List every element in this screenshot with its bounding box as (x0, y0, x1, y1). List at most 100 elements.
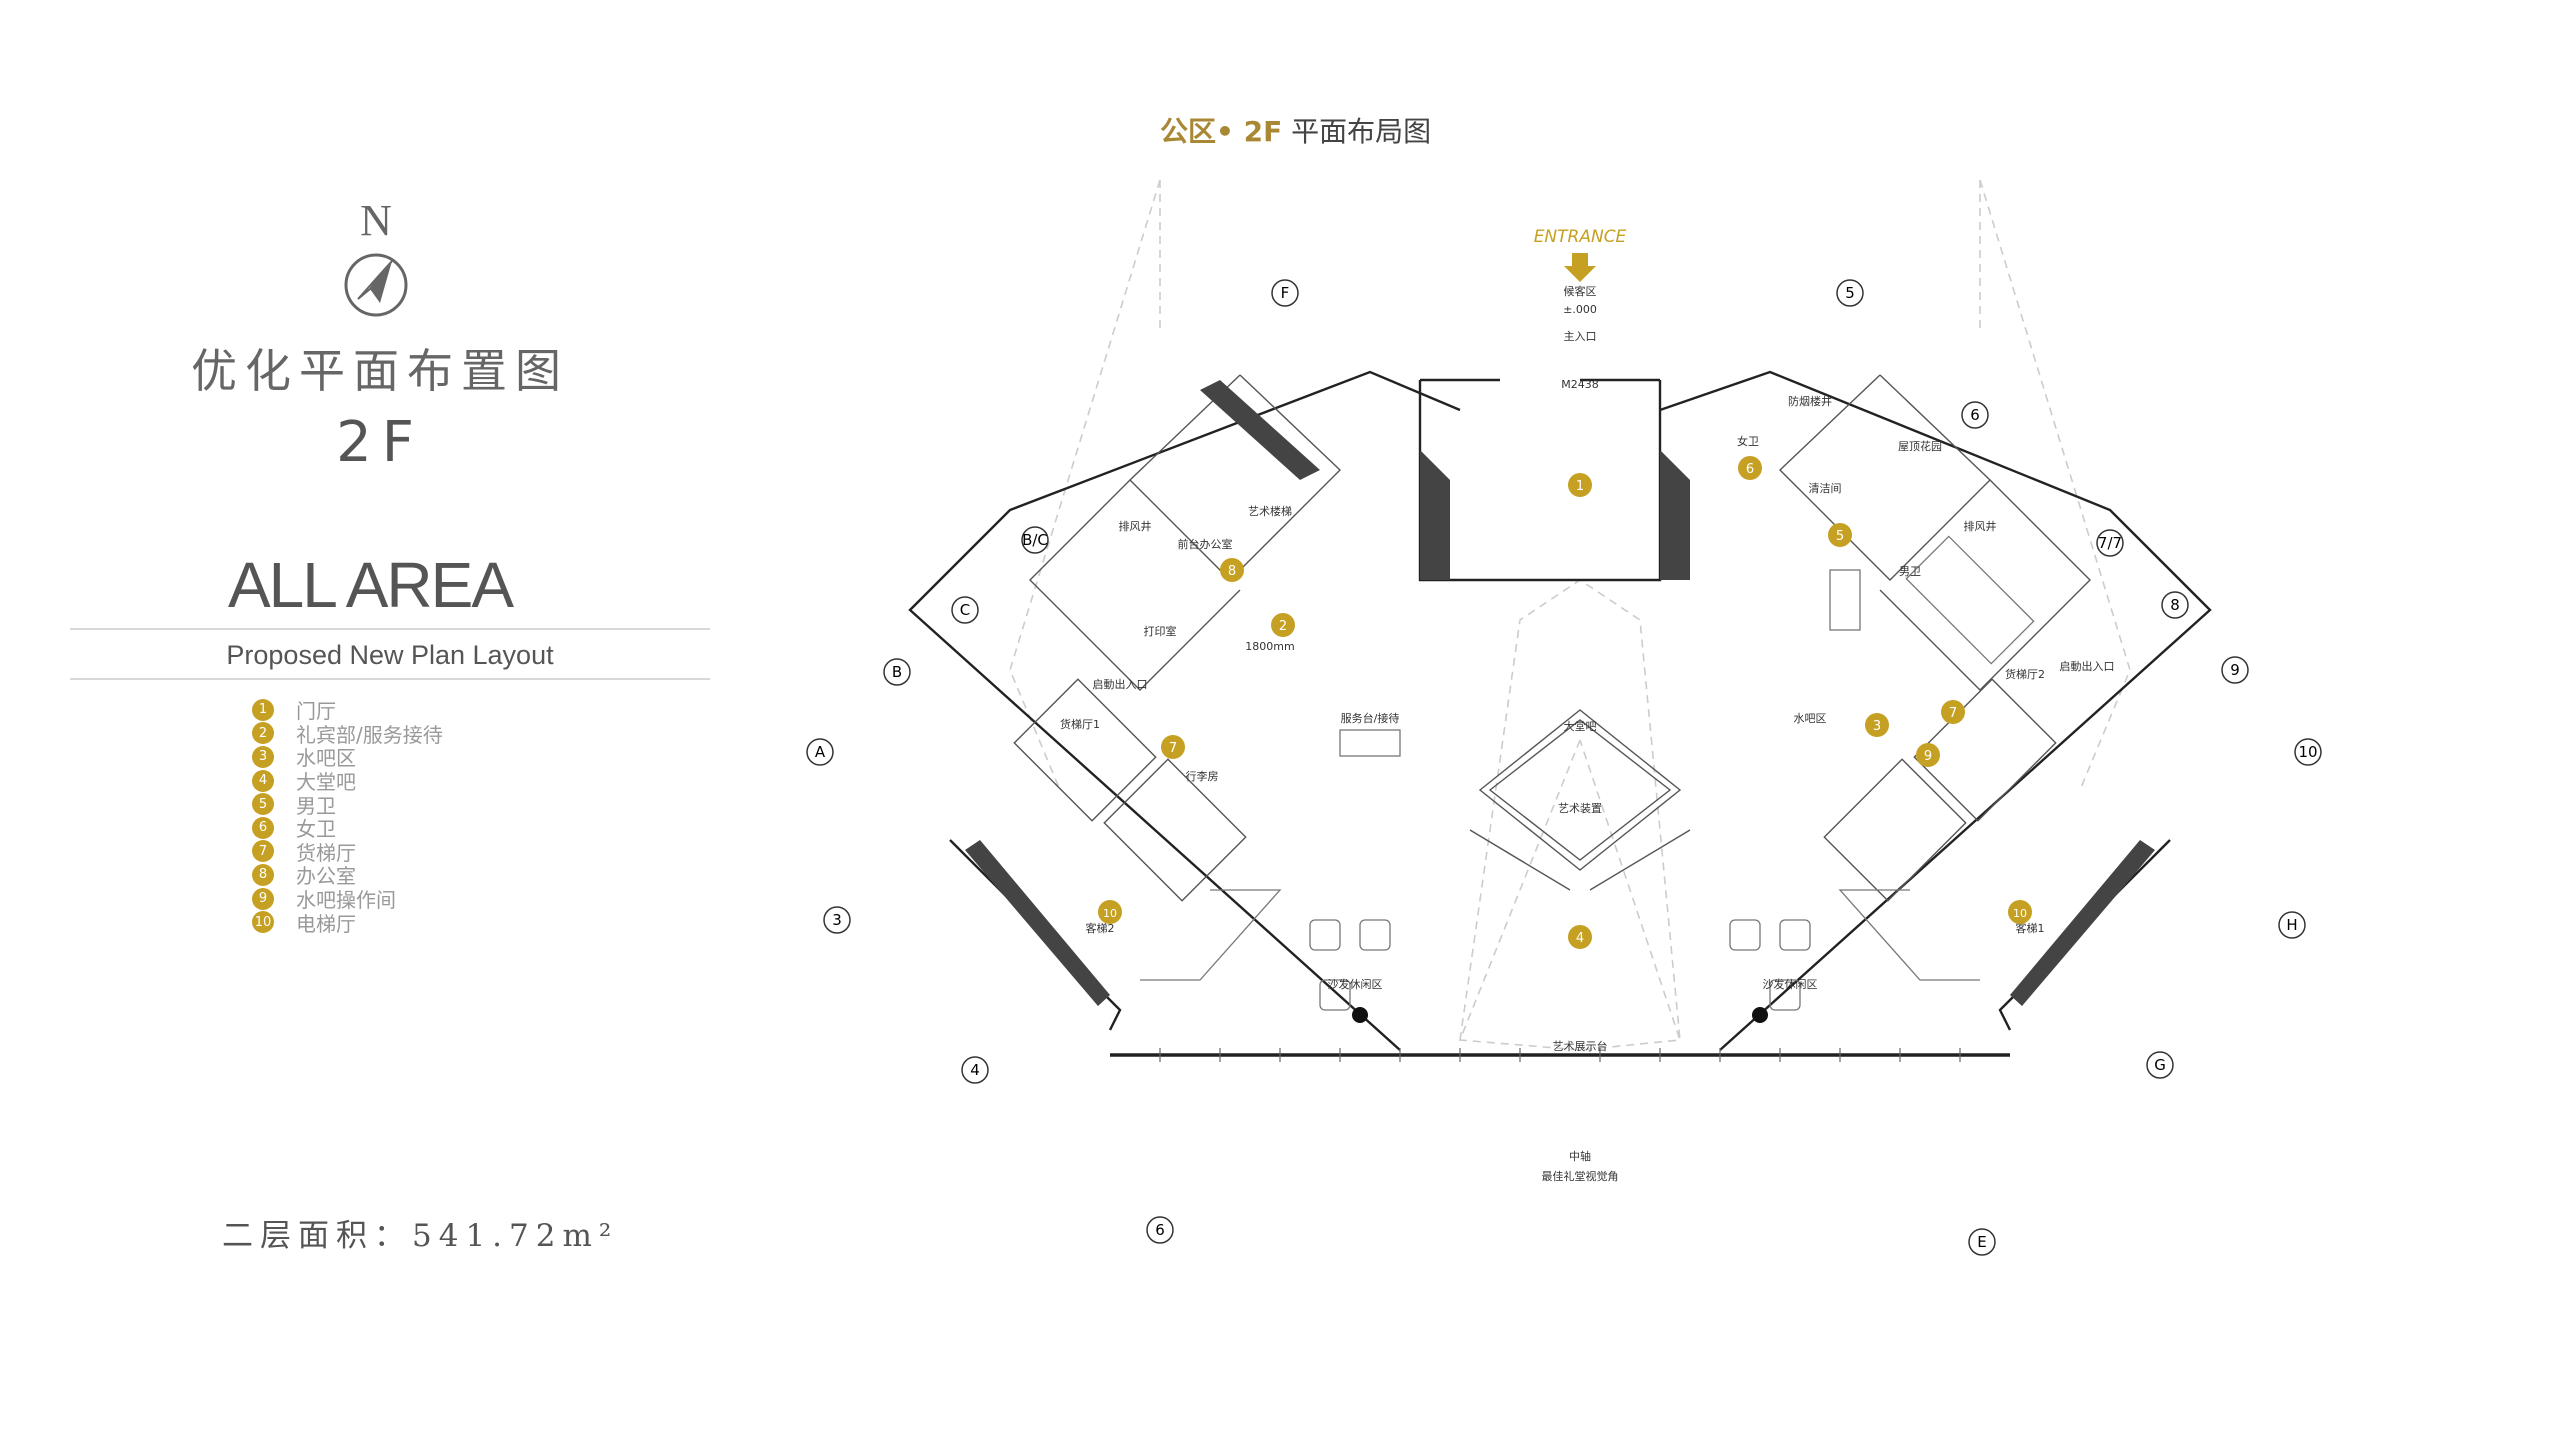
legend-marker: 2 (252, 722, 274, 745)
axis-label: 6 (1155, 1221, 1165, 1239)
entrance-marker: ENTRANCE (1534, 227, 1627, 282)
columns (1352, 1007, 1768, 1023)
axis-bubble: 6 (1146, 1216, 1174, 1244)
room-label: 客梯1 (2016, 921, 2045, 935)
room-label: 艺术装置 (1558, 802, 1602, 815)
compass-north-letter: N (360, 196, 392, 245)
left-panel: N 优化平面布置图 2F ALL AREA Proposed New Plan … (0, 0, 720, 1440)
marker-number: 7 (1169, 741, 1177, 756)
axis-label: 6 (1970, 406, 1980, 424)
room-label: 候客区 (1564, 284, 1597, 298)
room-label: 启動出入口 (1093, 677, 1148, 691)
room-marker: 7 (1161, 735, 1185, 759)
divider-top (70, 628, 710, 630)
floor-plan: ENTRANCE 候客区 ±.000 主入口 M2438 艺术楼梯 前台办公室 … (780, 150, 2360, 1300)
room-marker: 9 (1916, 743, 1940, 767)
axis-label: G (2154, 1056, 2166, 1074)
room-label: 艺术楼梯 (1248, 504, 1292, 518)
dimension-label: 1800mm (1245, 640, 1294, 653)
room-marker: 4 (1568, 925, 1592, 949)
axis-bubble: 8 (2161, 591, 2189, 619)
room-labels: 候客区 ±.000 主入口 M2438 艺术楼梯 前台办公室 打印室 启動出入口… (1060, 284, 2115, 1183)
room-label: 启動出入口 (2060, 659, 2115, 673)
page-title-cn: 优化平面布置图 (191, 344, 569, 398)
page-title-en: ALL AREA (227, 549, 514, 621)
marker-number: 1 (1576, 479, 1584, 494)
room-label: 客梯2 (1086, 921, 1115, 935)
room-label: 艺术展示台 (1553, 1039, 1608, 1053)
room-label: 屋顶花园 (1898, 440, 1942, 453)
legend-item: 10 电梯厅 (252, 910, 443, 936)
axis-bubble: H (2278, 911, 2306, 939)
axis-bubble: A (806, 738, 834, 766)
axis-label: 7/7 (2098, 534, 2122, 552)
legend-label: 水吧操作间 (296, 888, 396, 913)
axis-markers: F B/C C B A 3 4 6 5 6 7/7 8 9 10 H G E (806, 279, 2322, 1256)
axis-label: 8 (2170, 596, 2180, 614)
marker-number: 6 (1746, 462, 1754, 477)
room-marker: 10 (1098, 900, 1122, 924)
axis-label: 5 (1845, 284, 1855, 302)
room-label: 水吧区 (1794, 712, 1827, 725)
interior-walls (1013, 374, 2091, 902)
legend-marker: 4 (252, 769, 274, 792)
floor-area: 二层面积：541.72m² (222, 1218, 619, 1254)
room-label: 最佳礼堂视觉角 (1542, 1169, 1619, 1183)
room-label: 排风井 (1119, 519, 1152, 533)
marker-number: 3 (1873, 719, 1881, 734)
door-code-label: M2438 (1561, 378, 1599, 391)
legend-item: 8 办公室 (252, 863, 443, 889)
axis-bubble: 6 (1961, 401, 1989, 429)
room-label: 清洁间 (1809, 482, 1842, 495)
entrance-label: ENTRANCE (1534, 227, 1627, 247)
axis-label: C (960, 601, 970, 619)
divider-bottom (70, 678, 710, 680)
room-label: 女卫 (1737, 434, 1759, 448)
axis-bubble: 5 (1836, 279, 1864, 307)
north-compass: N (336, 195, 416, 325)
legend-item: 9 水吧操作间 (252, 887, 443, 913)
stair-hatching (965, 380, 2155, 1006)
legend-label: 大堂吧 (296, 770, 356, 795)
room-label: 行李房 (1186, 769, 1219, 783)
elevation-label: ±.000 (1563, 303, 1597, 316)
legend-item: 4 大堂吧 (252, 769, 443, 795)
legend-item: 5 男卫 (252, 792, 443, 818)
axis-bubble: F (1271, 279, 1299, 307)
room-marker: 7 (1941, 700, 1965, 724)
plan-title: 公区• 2F 平面布局图 (1160, 110, 1431, 150)
legend-label: 女卫 (296, 817, 336, 842)
marker-number: 4 (1576, 931, 1584, 946)
room-marker: 2 (1271, 613, 1295, 637)
legend-label: 办公室 (296, 864, 356, 889)
page-subtitle: Proposed New Plan Layout (226, 640, 554, 670)
room-label: 男卫 (1899, 565, 1921, 578)
legend-marker: 7 (252, 840, 274, 863)
axis-label: E (1977, 1233, 1986, 1251)
building-outline (908, 370, 2212, 1057)
legend-marker: 3 (252, 745, 274, 768)
legend-label: 电梯厅 (296, 911, 356, 936)
axis-label: F (1281, 284, 1290, 302)
floor-label: 2F (336, 410, 424, 475)
axis-bubble: E (1968, 1228, 1996, 1256)
marker-number: 10 (1103, 907, 1117, 920)
legend-marker: 9 (252, 887, 274, 910)
plan-title-prefix: 公区• 2F (1160, 115, 1283, 148)
axis-label: 3 (832, 911, 842, 929)
room-label: 货梯厅2 (2005, 667, 2045, 681)
axis-bubble: 10 (2294, 738, 2322, 766)
legend-marker: 8 (252, 863, 274, 886)
room-label: 排风井 (1964, 519, 1997, 533)
marker-number: 9 (1924, 749, 1932, 764)
legend-label: 门厅 (296, 699, 336, 724)
legend-marker: 10 (252, 911, 274, 934)
legend-label: 男卫 (296, 793, 336, 818)
room-marker: 6 (1738, 456, 1762, 480)
axis-label: H (2286, 916, 2297, 934)
legend-marker: 5 (252, 793, 274, 816)
